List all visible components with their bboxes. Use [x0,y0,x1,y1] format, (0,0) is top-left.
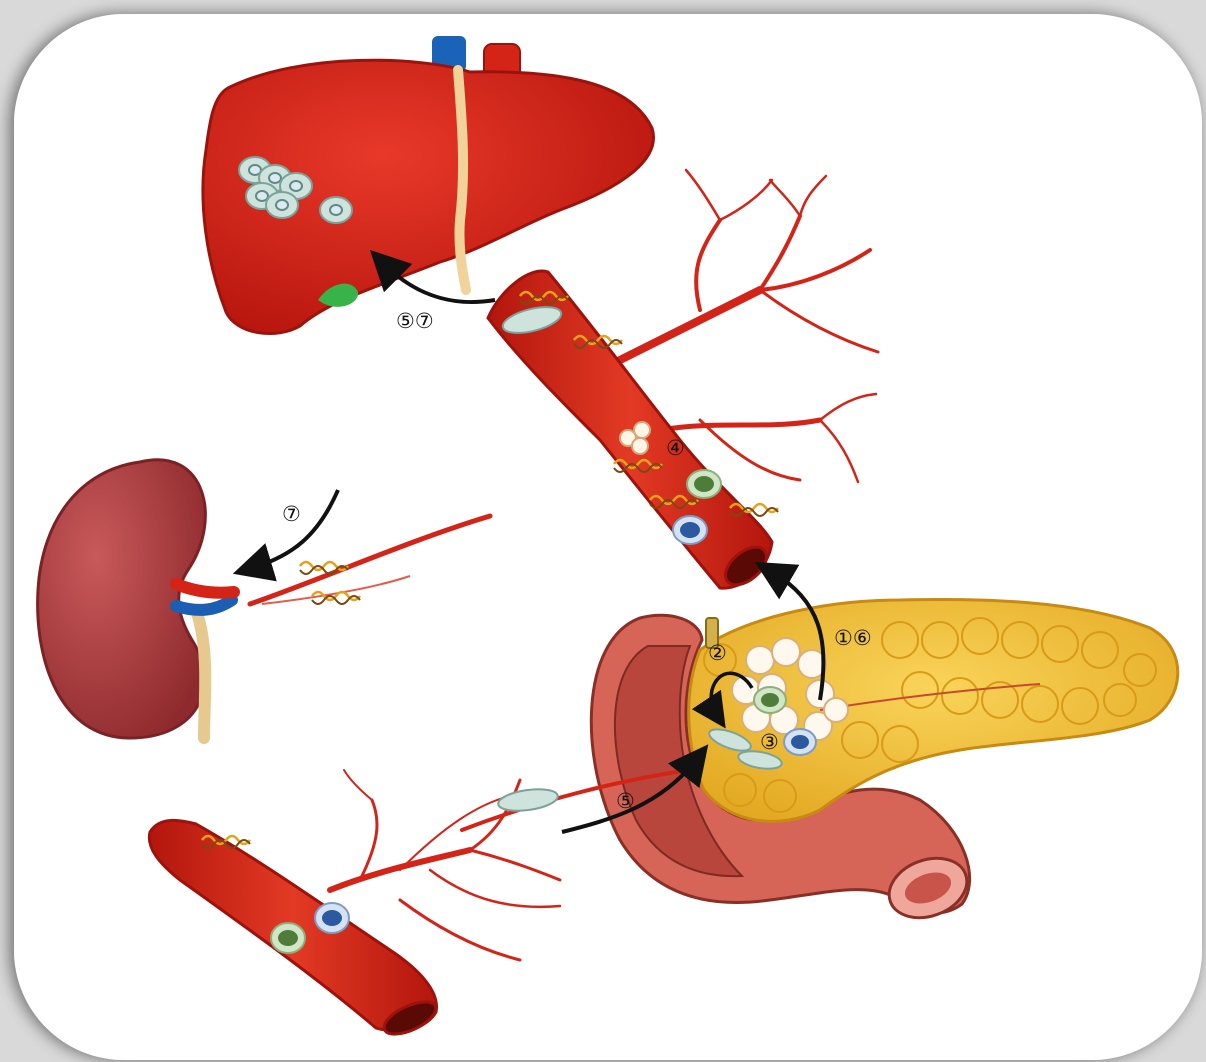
label-vessel-cluster: ④ [666,436,685,460]
label-liver-arrow: ⑤⑦ [396,309,434,333]
tumor-cell-green [754,687,786,713]
lower-immune-cell-green [271,923,305,953]
immune-cell-green [687,470,721,498]
tumor-cell-blue [784,729,816,755]
label-loop-arrow: ② [708,641,727,665]
bile-duct [458,70,466,290]
label-tumor-cells: ③ [760,730,779,754]
label-entry-arrow: ⑤ [616,789,635,813]
immune-cell-blue [673,516,707,544]
label-pancreas-exit: ①⑥ [834,626,872,650]
label-kidney-arrow: ⑦ [282,502,301,526]
lower-immune-cell-blue [315,903,349,933]
